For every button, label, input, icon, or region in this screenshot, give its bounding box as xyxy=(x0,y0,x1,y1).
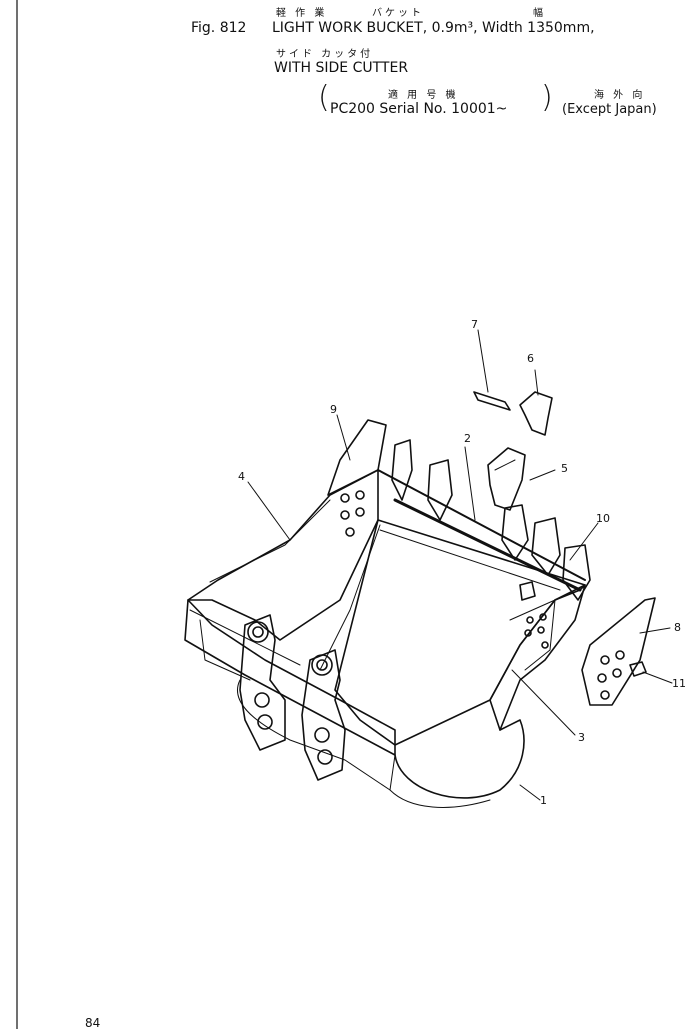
callout-8: 8 xyxy=(674,621,681,634)
tooth-loose xyxy=(487,447,526,511)
bucket-interior xyxy=(334,519,586,746)
callout-4: 4 xyxy=(238,470,245,483)
bucket-bottom xyxy=(394,719,525,799)
hinge-boss-right xyxy=(301,649,346,781)
region-en: (Except Japan) xyxy=(562,102,657,117)
callout-6: 6 xyxy=(527,352,534,365)
side-plate-left xyxy=(187,469,379,641)
leader-lines xyxy=(247,329,673,801)
bucket-teeth xyxy=(391,439,591,601)
applicability-paren-close: ) xyxy=(541,80,553,115)
callout-5: 5 xyxy=(561,462,568,475)
title-en: LIGHT WORK BUCKET, 0.9m³, Width 1350mm, xyxy=(272,20,595,36)
applicability-en: PC200 Serial No. 10001~ xyxy=(330,101,508,117)
subtitle-en: WITH SIDE CUTTER xyxy=(274,60,409,76)
tooth-pin xyxy=(473,391,511,411)
callout-1: 1 xyxy=(540,794,547,807)
side-cutter-right xyxy=(581,597,656,706)
subtitle-jp: サイド カッタ付 xyxy=(276,49,374,60)
applicability-paren-open: ( xyxy=(318,80,330,115)
side-cutter-left xyxy=(327,419,387,496)
callout-2: 2 xyxy=(464,432,471,445)
callout-9: 9 xyxy=(330,403,337,416)
bolt-10 xyxy=(519,581,536,601)
title-jp-1: 軽 作 業 xyxy=(276,8,328,19)
fig-number: Fig. 812 xyxy=(191,20,247,36)
bucket-interior-edge xyxy=(319,524,381,671)
title-jp-2: バケット xyxy=(372,8,424,19)
callout-10: 10 xyxy=(596,512,610,525)
hinge-beam xyxy=(184,599,396,756)
region-jp: 海 外 向 xyxy=(594,90,646,101)
applicability-jp: 適 用 号 機 xyxy=(388,90,459,101)
side-plate-right xyxy=(489,584,586,731)
nut-11 xyxy=(629,661,647,677)
cutting-edge xyxy=(377,469,586,581)
page-number: 84 xyxy=(85,1016,101,1030)
callout-7: 7 xyxy=(471,318,478,331)
tooth-part-6 xyxy=(519,391,553,436)
callout-11: 11 xyxy=(672,677,686,690)
callout-3: 3 xyxy=(578,731,585,744)
title-jp-3: 幅 xyxy=(533,8,546,19)
hinge-boss-left xyxy=(239,614,286,751)
